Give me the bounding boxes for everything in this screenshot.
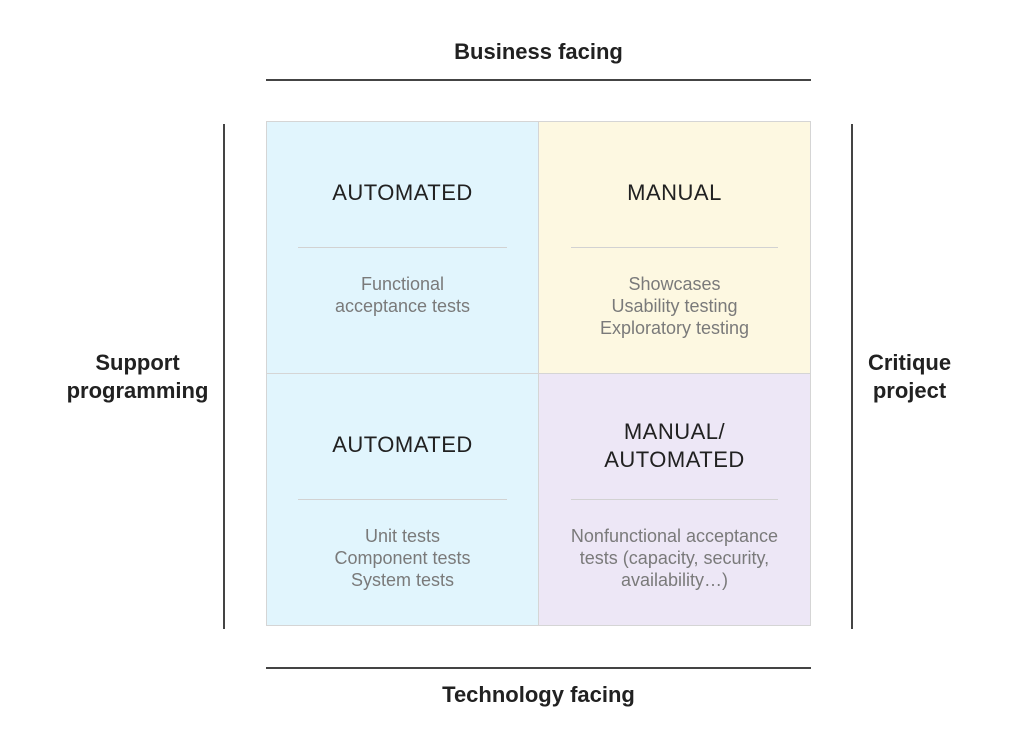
quadrant-title: AUTOMATED bbox=[267, 431, 538, 459]
quadrant-items: Nonfunctional acceptance tests (capacity… bbox=[539, 525, 810, 591]
axis-label-line: project bbox=[872, 378, 947, 403]
quadrant-item: Exploratory testing bbox=[599, 318, 750, 338]
quadrant-title-line: AUTOMATED bbox=[332, 432, 473, 457]
quadrant-bottom-right: MANUAL/ AUTOMATED Nonfunctional acceptan… bbox=[539, 374, 810, 625]
quadrant-item: tests (capacity, security, bbox=[579, 548, 770, 568]
quadrant-item: System tests bbox=[350, 570, 455, 590]
quadrant-title-line: MANUAL/ bbox=[623, 419, 726, 444]
left-rule bbox=[223, 124, 225, 629]
axis-label-line: programming bbox=[66, 378, 209, 403]
quadrant-item: availability…) bbox=[620, 570, 729, 590]
axis-label-technology-facing: Technology facing bbox=[442, 682, 635, 707]
axis-label-business-facing: Business facing bbox=[454, 39, 623, 64]
axis-label-support-programming: Support programming bbox=[40, 349, 235, 405]
quadrant-items: Showcases Usability testing Exploratory … bbox=[539, 273, 810, 339]
quadrant-title: AUTOMATED bbox=[267, 179, 538, 207]
axis-label-line: Support bbox=[95, 350, 180, 375]
bottom-rule bbox=[266, 667, 811, 669]
quadrant-divider bbox=[298, 499, 507, 500]
quadrant-divider bbox=[571, 499, 778, 500]
quadrant-item: Nonfunctional acceptance bbox=[570, 526, 779, 546]
quadrant-items: Unit tests Component tests System tests bbox=[267, 525, 538, 591]
quadrant-item: Usability testing bbox=[611, 296, 738, 316]
quadrant-title: MANUAL bbox=[539, 179, 810, 207]
quadrant-top-left: AUTOMATED Functional acceptance tests bbox=[267, 122, 539, 374]
quadrant-title-line: AUTOMATED bbox=[332, 180, 473, 205]
quadrant-bottom-left: AUTOMATED Unit tests Component tests Sys… bbox=[267, 374, 539, 625]
quadrant-grid: AUTOMATED Functional acceptance tests MA… bbox=[266, 121, 811, 626]
quadrant-title-line: AUTOMATED bbox=[604, 447, 745, 472]
quadrant-top-right: MANUAL Showcases Usability testing Explo… bbox=[539, 122, 810, 374]
quadrant-item: Unit tests bbox=[364, 526, 441, 546]
axis-label-critique-project: Critique project bbox=[842, 349, 977, 405]
axis-label-line: Critique bbox=[867, 350, 952, 375]
right-rule bbox=[851, 124, 853, 629]
quadrant-item: acceptance tests bbox=[334, 296, 471, 316]
quadrant-title-line: MANUAL bbox=[627, 180, 722, 205]
top-rule bbox=[266, 79, 811, 81]
quadrant-item: Functional bbox=[360, 274, 445, 294]
quadrant-divider bbox=[298, 247, 507, 248]
quadrant-title: MANUAL/ AUTOMATED bbox=[539, 418, 810, 474]
quadrant-item: Component tests bbox=[334, 548, 471, 568]
quadrant-divider bbox=[571, 247, 778, 248]
quadrant-items: Functional acceptance tests bbox=[267, 273, 538, 317]
quadrant-item: Showcases bbox=[628, 274, 721, 294]
